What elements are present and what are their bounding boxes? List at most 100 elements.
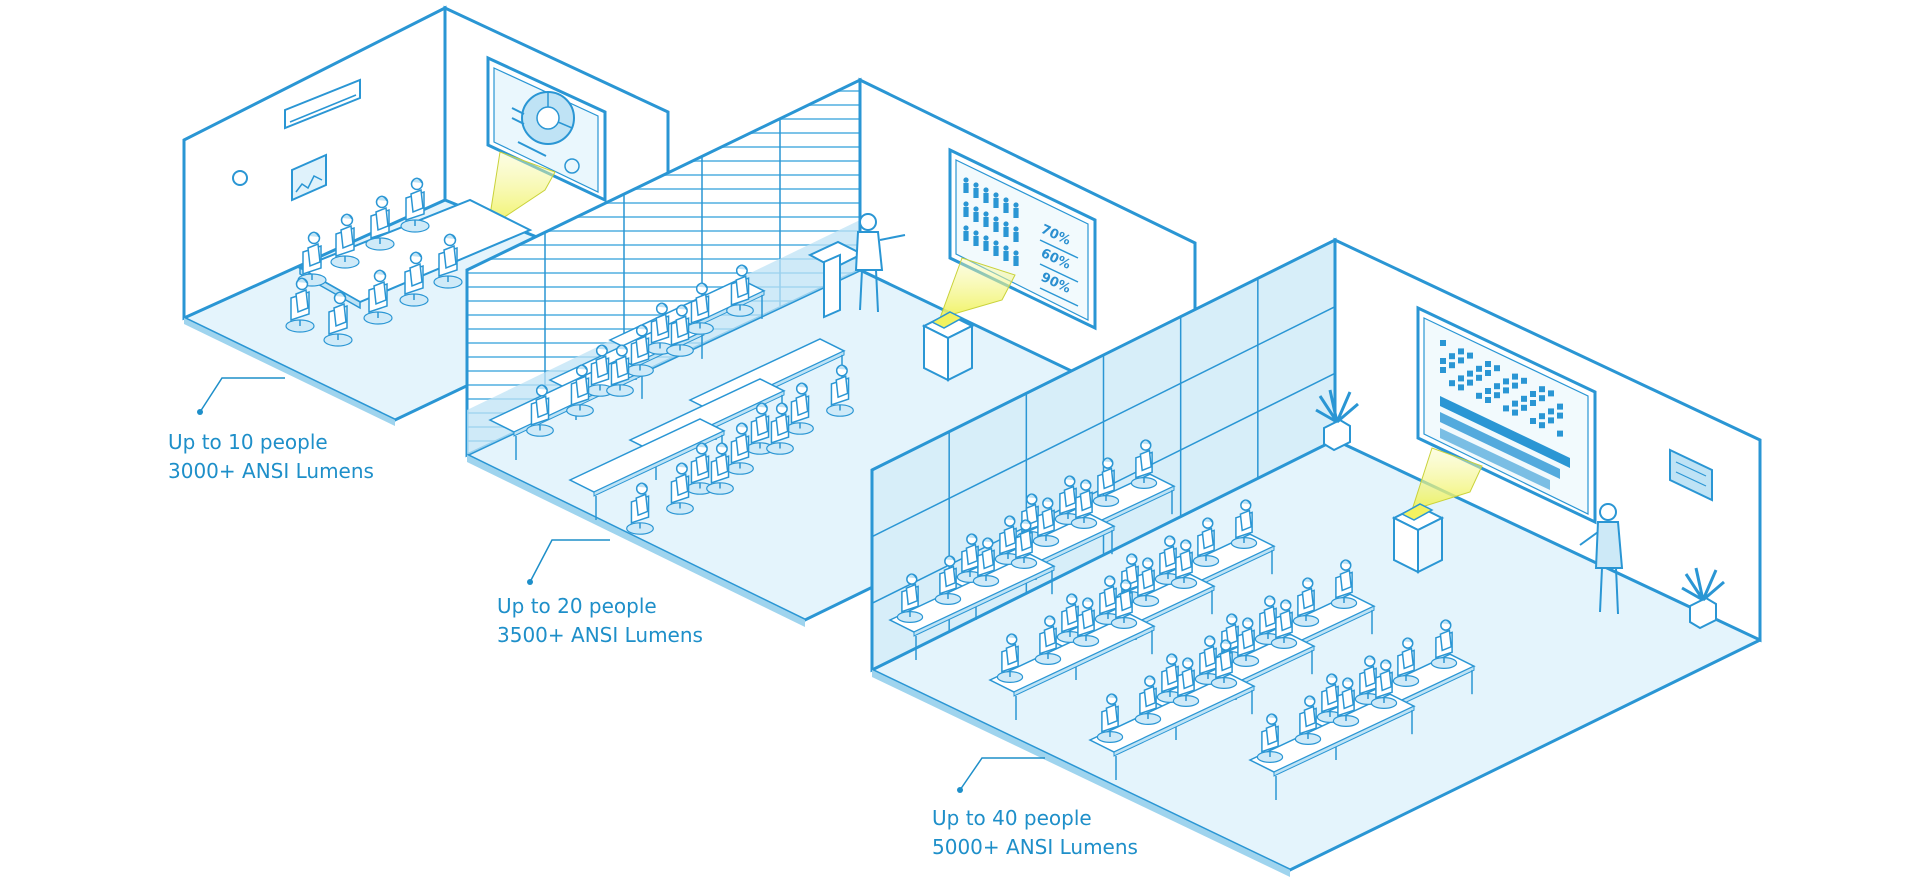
presenter-figure: [854, 213, 906, 313]
room-medium-projector-cabinet: [921, 311, 975, 382]
plant-icon: [1681, 567, 1725, 630]
seated-person-icon: [1156, 653, 1184, 703]
caption-small-room: Up to 10 people 3000+ ANSI Lumens: [168, 428, 374, 486]
seated-person-icon: [826, 364, 854, 417]
room-medium: 70% 60% 90%: [465, 77, 1197, 627]
seated-person-icon: [1430, 619, 1458, 669]
room-small: [182, 5, 670, 426]
room-small-projector-beam: [487, 151, 556, 230]
caption-large-capacity: Up to 40 people: [932, 806, 1092, 830]
desk-icon: [1248, 693, 1416, 800]
seated-person-icon: [526, 384, 554, 437]
seated-person-icon: [1370, 659, 1398, 709]
seated-person-icon: [1032, 497, 1060, 547]
seated-person-icon: [1192, 517, 1220, 567]
podium-icon: [807, 240, 865, 319]
seated-person-icon: [746, 402, 774, 455]
world-map-icon: [1440, 340, 1563, 437]
seated-person-icon: [1110, 579, 1138, 629]
plant-icon: [1315, 389, 1359, 452]
room-medium-projector-beam: [939, 257, 1016, 319]
air-conditioner-icon: [284, 78, 361, 130]
seated-person-icon: [399, 251, 429, 307]
seated-person-icon: [1292, 577, 1320, 627]
seated-person-icon: [1210, 639, 1238, 689]
seated-person-icon: [297, 231, 327, 287]
presenter-figure-large: [1579, 503, 1624, 615]
seated-person-icon: [1172, 657, 1200, 707]
seated-person-icon: [686, 442, 714, 495]
seated-person-icon: [586, 344, 614, 397]
callout-leader-small: [197, 377, 285, 415]
room-large-projection-screen: [1416, 305, 1597, 525]
seated-person-icon: [1034, 615, 1062, 665]
desk-icon: [988, 613, 1156, 720]
room-medium-projection-screen: 70% 60% 90%: [948, 147, 1097, 331]
room-large-people: [888, 439, 1476, 800]
seated-person-icon: [1094, 575, 1122, 625]
seated-person-icon: [666, 462, 694, 515]
seated-person-icon: [1072, 597, 1100, 647]
caption-large-lumens: 5000+ ANSI Lumens: [932, 835, 1138, 859]
wall-picture-icon: [291, 153, 327, 202]
caption-medium-capacity: Up to 20 people: [497, 594, 657, 618]
seated-person-icon: [1092, 457, 1120, 508]
seated-person-icon: [606, 344, 634, 397]
seated-person-icon: [896, 573, 924, 623]
seated-person-icon: [1270, 599, 1298, 649]
seated-person-icon: [330, 213, 360, 269]
seated-person-icon: [363, 269, 393, 325]
seated-person-icon: [706, 442, 734, 495]
desk-icon: [568, 418, 726, 520]
seated-person-icon: [1096, 693, 1124, 743]
seated-person-icon: [433, 233, 463, 289]
room-small-projection-screen: [486, 55, 607, 203]
seated-person-icon: [1230, 499, 1258, 549]
desk-icon: [1088, 673, 1256, 780]
seated-person-icon: [1316, 673, 1344, 723]
seated-person-icon: [786, 382, 814, 435]
seated-person-icon: [1132, 557, 1160, 607]
seated-person-icon: [972, 537, 1000, 587]
seated-person-icon: [726, 264, 754, 317]
seated-person-icon: [1256, 713, 1284, 763]
seated-person-icon: [1010, 519, 1038, 569]
wall-vent-icon: [1669, 448, 1713, 502]
seated-person-icon: [1134, 675, 1162, 725]
seated-person-icon: [1332, 677, 1360, 727]
seated-person-icon: [1294, 695, 1322, 745]
clock-icon: [232, 170, 248, 186]
room-large: [870, 237, 1762, 877]
room-large-projector-beam: [1411, 447, 1483, 511]
caption-small-capacity: Up to 10 people: [168, 430, 328, 454]
seated-person-icon: [1254, 595, 1282, 645]
room-medium-people: [488, 264, 854, 535]
seated-person-icon: [626, 324, 654, 377]
caption-small-lumens: 3000+ ANSI Lumens: [168, 459, 374, 483]
seated-person-icon: [1056, 593, 1084, 643]
caption-medium-lumens: 3500+ ANSI Lumens: [497, 623, 703, 647]
seated-person-icon: [365, 195, 395, 251]
seated-person-icon: [934, 555, 962, 605]
seated-person-icon: [1392, 637, 1420, 687]
seated-person-icon: [626, 482, 654, 535]
seated-person-icon: [323, 291, 353, 347]
caption-medium-room: Up to 20 people 3500+ ANSI Lumens: [497, 592, 703, 650]
room-small-people: [285, 177, 463, 347]
room-large-projector-cabinet: [1391, 503, 1445, 574]
seated-person-icon: [1130, 439, 1158, 490]
seated-person-icon: [1232, 617, 1260, 667]
seated-person-icon: [1330, 559, 1358, 609]
callout-leader-large: [957, 757, 1045, 793]
seated-person-icon: [666, 304, 694, 357]
seated-person-icon: [766, 402, 794, 455]
seated-person-icon: [1170, 539, 1198, 589]
infographic-people-icons: [963, 177, 1019, 266]
seated-person-icon: [726, 422, 754, 475]
seated-person-icon: [285, 277, 315, 333]
callout-leader-medium: [527, 539, 610, 585]
seated-person-icon: [996, 633, 1024, 683]
seated-person-icon: [566, 364, 594, 417]
